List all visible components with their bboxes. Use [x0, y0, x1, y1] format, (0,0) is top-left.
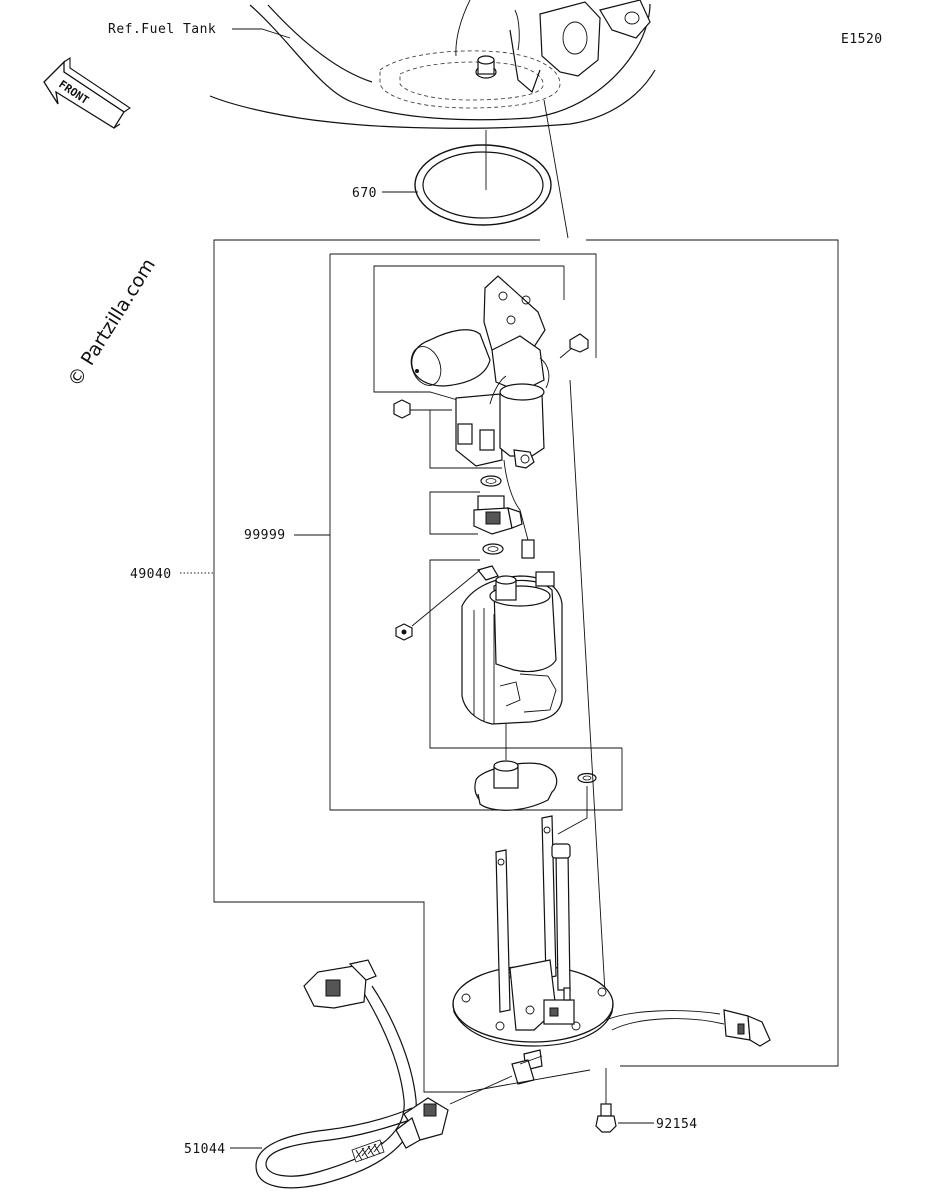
- regulator-bolt: [559, 333, 589, 359]
- small-seal: [577, 772, 597, 784]
- front-arrow: FRONT: [43, 56, 131, 129]
- filter-unit: [473, 495, 523, 535]
- upper-housing: [393, 375, 545, 559]
- bolt-label: 92154: [656, 1117, 698, 1132]
- diagram-code: E1520: [841, 32, 883, 47]
- wire-harness: [605, 1009, 771, 1047]
- outlet-leader: [519, 1055, 543, 1065]
- pump-assy-leader-bottom: [465, 1069, 591, 1093]
- pump-bracket: [429, 559, 622, 749]
- parts-set-bracket-top: [330, 253, 597, 358]
- o-ring-lower: [482, 543, 504, 555]
- parts-set-bracket-left: [329, 254, 623, 811]
- center-axis-upper: [543, 99, 569, 239]
- ref-fuel-tank-leader: [232, 28, 291, 39]
- pump-assy-label: 49040: [130, 567, 172, 582]
- gasket-ring: [414, 144, 552, 226]
- mounting-bolt: [595, 1068, 617, 1133]
- fuel-tank-outline: [209, 0, 656, 129]
- seal-leader: [557, 786, 588, 835]
- parts-set-label: 99999: [244, 528, 286, 543]
- housing-bracket: [429, 409, 502, 469]
- watermark: © Partzilla.com: [64, 255, 160, 391]
- center-axis-lower: [569, 379, 607, 1011]
- regulator-bracket: [373, 265, 564, 407]
- pump-flange: [452, 815, 614, 1071]
- pump-assy-bracket-right: [586, 239, 839, 1067]
- ref-fuel-tank-label: Ref.Fuel Tank: [108, 22, 216, 37]
- fuel-hose: [255, 959, 535, 1189]
- pressure-regulator: [410, 275, 589, 393]
- pump-assy-bracket-left: [213, 239, 540, 1093]
- housing-bolt: [393, 399, 430, 419]
- strainer-base: [474, 724, 558, 811]
- hose-label: 51044: [184, 1142, 226, 1157]
- gasket-label: 670: [352, 186, 377, 201]
- o-ring-upper: [480, 475, 502, 487]
- fuel-pump-body: [395, 565, 563, 725]
- filter-bracket: [429, 491, 480, 535]
- pump-nut: [395, 569, 481, 641]
